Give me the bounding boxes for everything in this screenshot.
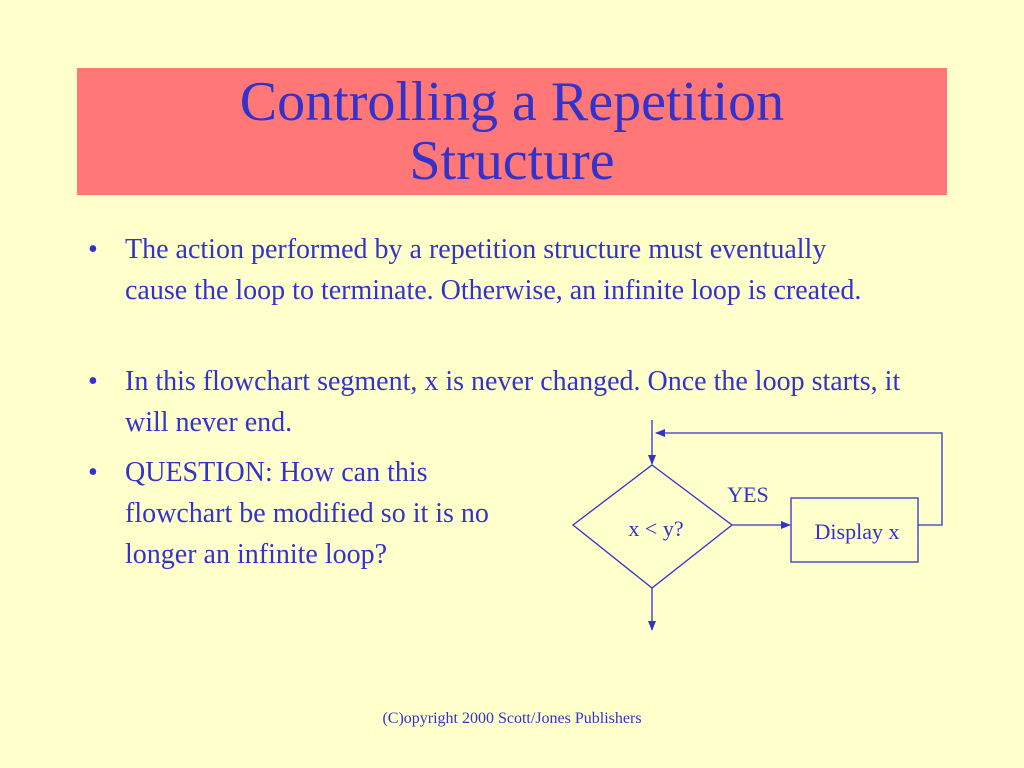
bullet-marker: • <box>88 234 98 265</box>
bullet-marker: • <box>88 457 98 488</box>
process-label: Display x <box>815 519 900 544</box>
slide-title: Controlling a Repetition Structure <box>239 70 785 192</box>
bullet-text: In this flowchart segment, x is never ch… <box>125 366 901 438</box>
decision-label: x < y? <box>628 516 683 541</box>
bullet-text: QUESTION: How can this flowchart be modi… <box>125 457 489 570</box>
display-process-box <box>790 497 919 563</box>
copyright-footer: (C)opyright 2000 Scott/Jones Publishers <box>382 710 642 727</box>
bullet-text: The action performed by a repetition str… <box>125 234 862 306</box>
loop-back-arrow <box>655 429 943 526</box>
yes-label: YES <box>727 482 769 507</box>
title-band: Controlling a Repetition Structure <box>77 68 947 195</box>
bullet-marker: • <box>88 366 98 397</box>
